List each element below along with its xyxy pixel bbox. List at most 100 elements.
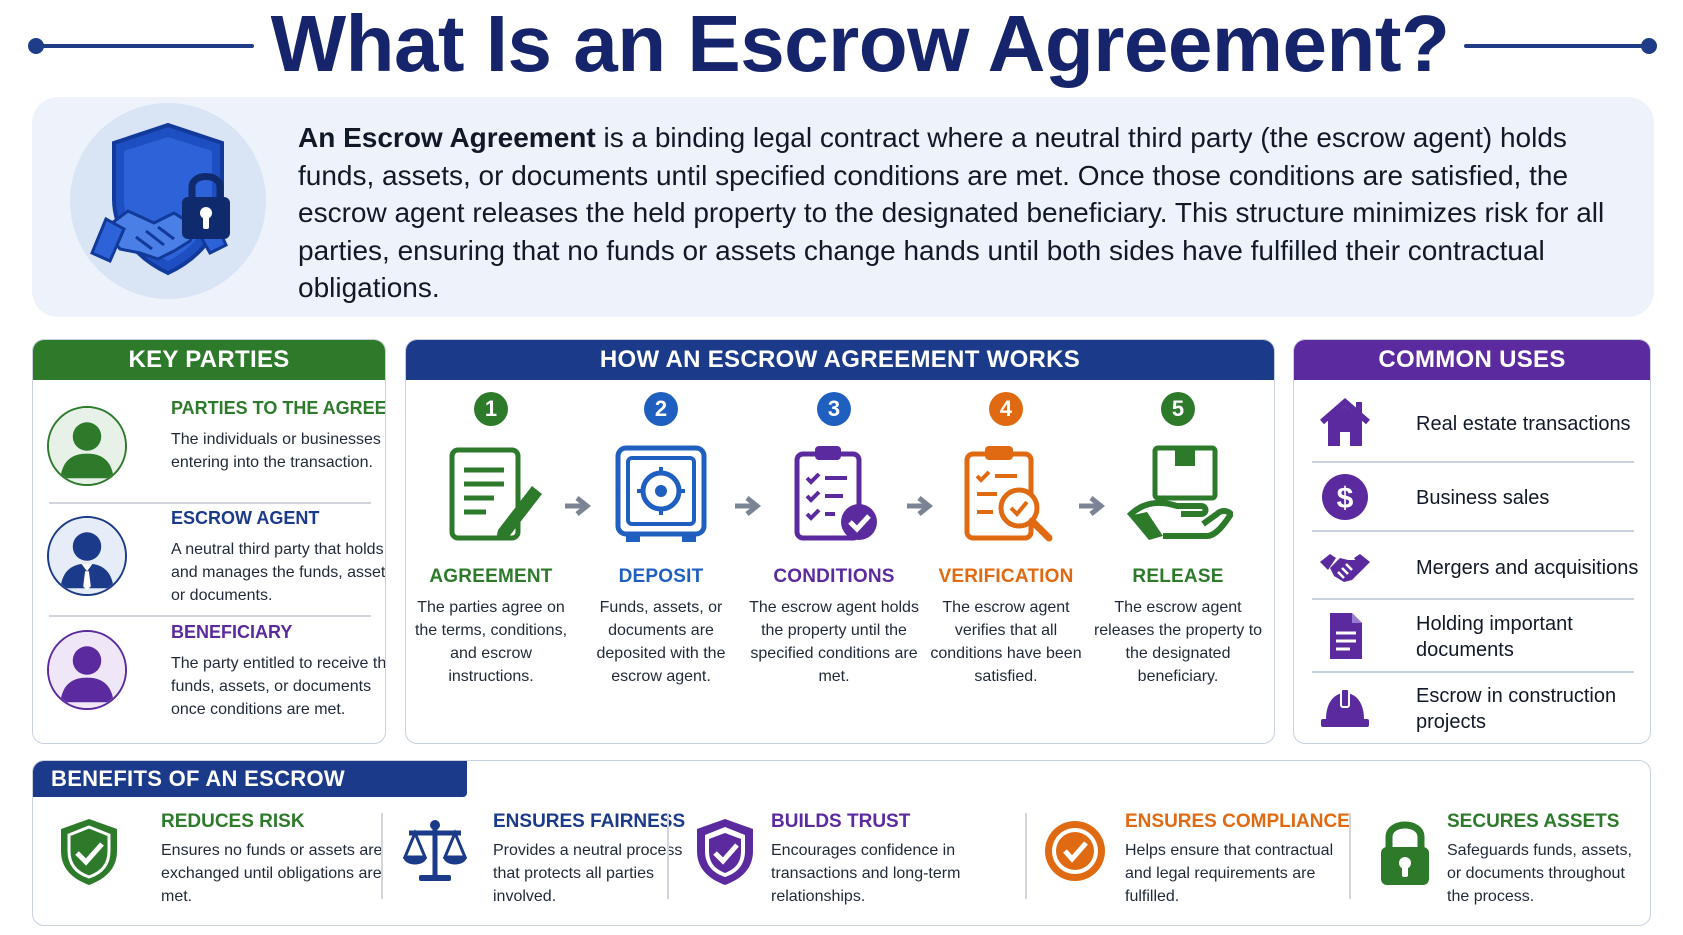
step-release: 5 RELEASE The escrow agent releases the … xyxy=(1093,392,1263,688)
title-line-left xyxy=(36,44,254,48)
title-dot-right xyxy=(1641,38,1657,54)
step-number: 1 xyxy=(474,392,508,426)
use-divider xyxy=(1312,598,1634,600)
benefit-desc: Provides a neutral process that protects… xyxy=(493,842,683,905)
benefit-title: ENSURES FAIRNESS xyxy=(493,811,686,832)
use-label: Escrow in construction projects xyxy=(1416,685,1617,733)
svg-text:$: $ xyxy=(1337,482,1354,515)
party-title: ESCROW AGENT xyxy=(171,508,320,528)
party-beneficiary: BENEFICIARY The party entitled to receiv… xyxy=(47,622,385,732)
use-divider xyxy=(1312,461,1634,463)
party-title: PARTIES TO THE AGREEMENT xyxy=(171,398,386,418)
step-number: 4 xyxy=(989,392,1023,426)
title-line-right xyxy=(1464,44,1649,48)
common-uses-panel: COMMON USES Real estate transactions $ B… xyxy=(1293,339,1651,744)
benefit-title: BUILDS TRUST xyxy=(771,811,911,832)
step-number: 2 xyxy=(644,392,678,426)
use-label: Business sales xyxy=(1416,487,1550,509)
intro-body: is a binding legal contract where a neut… xyxy=(298,122,1605,303)
arrow-right-icon xyxy=(905,495,937,517)
use-divider xyxy=(1312,530,1634,532)
handshake-icon xyxy=(1318,540,1372,594)
how-it-works-panel: HOW AN ESCROW AGREEMENT WORKS 1 AGREEMEN… xyxy=(405,339,1275,744)
benefit-desc: Encourages confidence in transactions an… xyxy=(771,842,961,905)
document-pen-icon xyxy=(436,440,546,550)
title-row: What Is an Escrow Agreement? xyxy=(0,0,1683,92)
use-item-business-sales: $ Business sales xyxy=(1318,464,1638,532)
benefit-desc: Ensures no funds or assets are exchanged… xyxy=(161,842,383,905)
key-parties-heading: KEY PARTIES xyxy=(33,340,385,380)
check-circle-icon xyxy=(1041,815,1109,887)
clipboard-search-icon xyxy=(951,440,1061,550)
hand-box-icon xyxy=(1123,440,1234,550)
step-verification: 4 VERIFICATION The escrow agent verifies… xyxy=(921,392,1091,688)
use-item-documents: Holding important documents xyxy=(1318,603,1638,671)
benefit-title: ENSURES COMPLIANCE xyxy=(1125,811,1350,832)
benefit-title: REDUCES RISK xyxy=(161,811,305,832)
benefit-title: SECURES ASSETS xyxy=(1447,811,1620,832)
common-uses-heading: COMMON USES xyxy=(1294,340,1650,380)
intro-panel: An Escrow Agreement is a binding legal c… xyxy=(32,97,1654,317)
step-title: DEPOSIT xyxy=(618,566,704,587)
benefit-desc: Safeguards funds, assets, or documents t… xyxy=(1447,842,1632,905)
step-number: 5 xyxy=(1161,392,1195,426)
step-title: CONDITIONS xyxy=(773,566,895,587)
shield-check-icon xyxy=(55,815,123,887)
party-escrow-agent: ESCROW AGENT A neutral third party that … xyxy=(47,508,385,618)
page-title: What Is an Escrow Agreement? xyxy=(270,0,1450,88)
use-label: Holding important documents xyxy=(1416,613,1573,661)
step-agreement: 1 AGREEMENT The parties agree on the ter… xyxy=(406,392,576,688)
party-divider xyxy=(49,502,371,504)
step-desc: Funds, assets, or documents are deposite… xyxy=(596,599,726,685)
party-parties-to-agreement: PARTIES TO THE AGREEMENT The individuals… xyxy=(47,398,385,508)
benefit-desc: Helps ensure that contractual and legal … xyxy=(1125,842,1334,905)
benefit-divider xyxy=(381,813,383,899)
use-item-mergers: Mergers and acquisitions xyxy=(1318,534,1638,602)
use-label: Real estate transactions xyxy=(1416,413,1631,435)
benefits-heading: BENEFITS OF AN ESCROW AGREEMENT xyxy=(33,761,467,827)
arrow-right-icon xyxy=(733,495,765,517)
party-desc: A neutral third party that holds and man… xyxy=(171,541,386,604)
benefit-divider xyxy=(667,813,669,899)
step-desc: The escrow agent verifies that all condi… xyxy=(930,599,1082,685)
benefit-divider xyxy=(1025,813,1027,899)
party-desc: The party entitled to receive the funds,… xyxy=(171,655,386,718)
party-divider xyxy=(49,615,371,617)
step-title: RELEASE xyxy=(1132,566,1224,587)
step-desc: The parties agree on the terms, conditio… xyxy=(414,599,568,685)
person-icon xyxy=(47,630,127,710)
person-icon xyxy=(47,406,127,486)
step-number: 3 xyxy=(817,392,851,426)
step-desc: The escrow agent releases the property t… xyxy=(1093,599,1263,685)
use-item-real-estate: Real estate transactions xyxy=(1318,390,1638,458)
use-divider xyxy=(1312,671,1634,673)
intro-text: An Escrow Agreement is a binding legal c… xyxy=(298,119,1618,307)
arrow-right-icon xyxy=(1077,495,1109,517)
arrow-right-icon xyxy=(563,495,595,517)
step-conditions: 3 CONDITIONS The escrow agent holds the … xyxy=(749,392,919,688)
intro-lead: An Escrow Agreement xyxy=(298,122,596,153)
shield-handshake-lock-icon xyxy=(70,103,266,299)
key-parties-panel: KEY PARTIES PARTIES TO THE AGREEMENT The… xyxy=(32,339,386,744)
step-deposit: 2 DEPOSIT Funds, assets, or documents ar… xyxy=(576,392,746,688)
checklist-icon xyxy=(779,440,889,550)
scales-icon xyxy=(401,815,469,887)
benefits-panel: BENEFITS OF AN ESCROW AGREEMENT REDUCES … xyxy=(32,760,1651,926)
use-label: Mergers and acquisitions xyxy=(1416,557,1639,579)
use-item-construction: Escrow in construction projects xyxy=(1318,675,1638,743)
document-icon xyxy=(1318,609,1372,663)
house-icon xyxy=(1318,396,1372,450)
agent-icon xyxy=(47,516,127,596)
party-title: BENEFICIARY xyxy=(171,622,293,642)
shield-check-icon xyxy=(691,815,759,887)
hardhat-icon xyxy=(1318,681,1372,735)
party-desc: The individuals or businesses entering i… xyxy=(171,431,381,471)
benefit-divider xyxy=(1349,813,1351,899)
how-it-works-heading: HOW AN ESCROW AGREEMENT WORKS xyxy=(406,340,1274,380)
safe-icon xyxy=(606,440,716,550)
step-title: VERIFICATION xyxy=(938,566,1074,587)
step-desc: The escrow agent holds the property unti… xyxy=(749,599,919,685)
step-title: AGREEMENT xyxy=(429,566,553,587)
padlock-icon xyxy=(1371,815,1439,887)
dollar-icon: $ xyxy=(1318,470,1372,524)
